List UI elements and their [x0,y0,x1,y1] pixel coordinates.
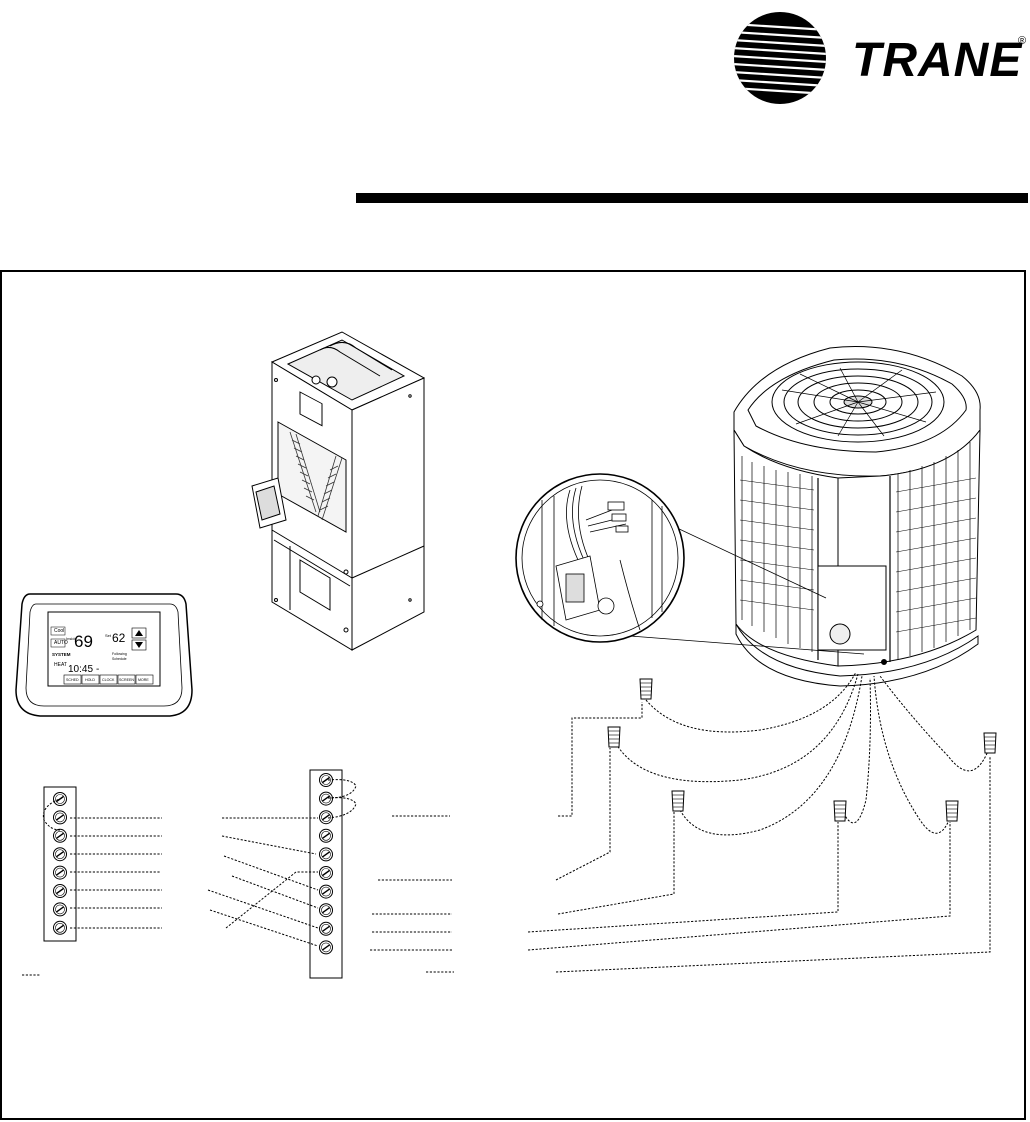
set-prefix: Set [105,633,112,638]
svg-text:HOLD: HOLD [85,678,95,682]
wire-nut-icon [945,800,959,822]
thermostat-terminal-strip [43,786,77,942]
trane-globe-icon [734,12,826,104]
more-button[interactable]: MORE [135,674,154,685]
terminal-screw-icon [53,865,67,880]
mode-label-heat: HEAT [54,662,67,668]
header-rule [356,193,1028,203]
terminal-screw-icon [53,828,67,843]
outdoor-condenser-unit [733,346,981,687]
terminal-screw-icon [53,902,67,917]
terminal-screw-icon [319,847,333,862]
terminal-screw-icon [319,828,333,843]
clock-suffix: - [96,664,99,675]
terminal-screw-icon [319,866,333,880]
wiring-detail-magnifier [515,473,865,655]
clock-time: 10:45 [68,664,93,675]
mode-label-system: SYSTEM [52,652,71,657]
wire-nut-icon [607,726,621,748]
status-line-1: Following [112,652,127,656]
terminal-screw-icon [319,791,333,806]
thermostat: Cool AUTO SYSTEM HEAT Inside 69 Set 62 F… [15,593,193,717]
indoor-temperature: 69 [74,632,93,651]
svg-text:MORE: MORE [138,678,149,682]
terminal-screw-icon [319,903,333,918]
terminal-screw-icon [319,773,333,787]
wire-nuts [607,678,997,822]
diagram-frame [0,270,1026,1120]
wire-nut-icon [833,800,847,822]
wire-nut-icon [639,678,653,700]
svg-text:CLOCK: CLOCK [102,678,115,682]
sched-button[interactable]: SCHED [63,674,82,685]
arrow-down-icon[interactable] [131,639,147,651]
clock-button[interactable]: CLOCK [99,674,118,685]
air-handler-unit [251,331,426,651]
arrow-up-icon[interactable] [131,627,147,639]
svg-text:SCREEN: SCREEN [119,678,134,682]
hold-button[interactable]: HOLD [81,674,100,685]
terminal-screw-icon [319,884,333,899]
terminal-screw-icon [319,940,333,955]
trademark-symbol: ® [1018,35,1026,47]
status-line-2: Schedule [112,657,127,661]
terminal-screw-icon [53,810,67,825]
thermostat-screen [47,611,161,687]
set-temperature: 62 [112,631,126,645]
mode-label-auto: AUTO [54,640,68,646]
terminal-screw-icon [319,810,333,825]
terminal-screw-icon [319,921,333,936]
wire-nut-icon [983,732,997,754]
svg-text:SCHED: SCHED [66,678,79,682]
mode-label-cool: Cool [54,628,64,634]
terminal-screw-icon [53,920,67,935]
wire-nut-icon [671,790,685,812]
terminal-screw-icon [53,884,67,898]
air-handler-terminal-strip [309,769,343,979]
indoor-prefix: Inside [66,636,77,641]
brand-wordmark: TRANE [852,34,1023,87]
terminal-screw-icon [53,847,67,862]
trane-logo: TRANE ® [734,12,1026,104]
screen-button[interactable]: SCREEN [117,674,136,685]
wiring-lines [22,671,991,976]
